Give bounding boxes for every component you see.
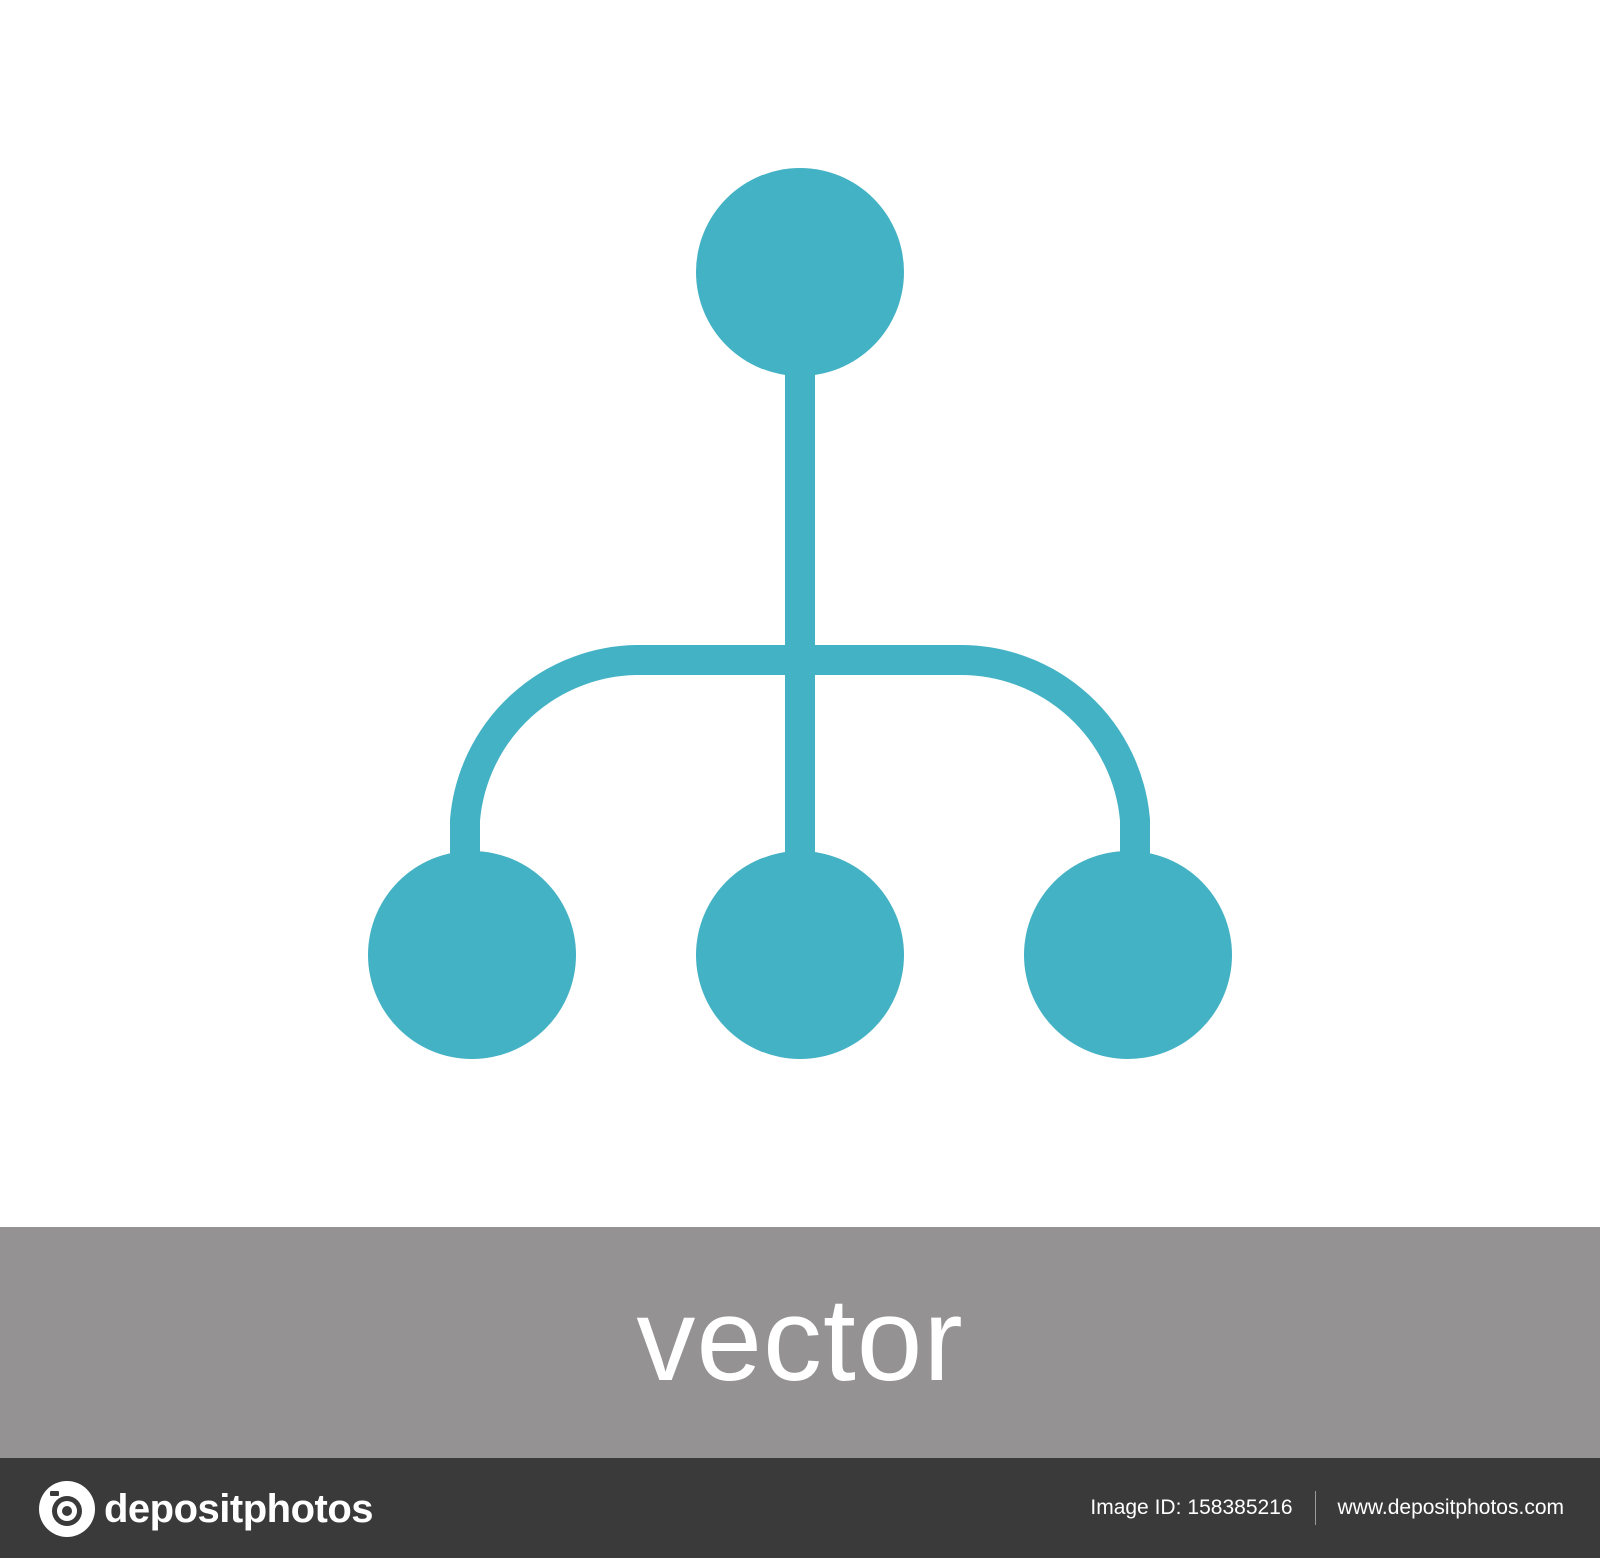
root-node xyxy=(696,168,904,376)
footer-divider xyxy=(1314,1491,1316,1525)
icon-area xyxy=(368,168,1232,1059)
image-id-label: Image ID: xyxy=(1090,1496,1182,1519)
child-node-left xyxy=(368,851,576,1059)
caption-band: vector xyxy=(0,1227,1600,1458)
website-link[interactable]: www.depositphotos.com xyxy=(1337,1496,1564,1519)
caption-text: vector xyxy=(636,1273,964,1406)
footer-bar: depositphotos Image ID: 158385216 www.de… xyxy=(0,1458,1600,1558)
footer-meta: Image ID: 158385216 www.depositphotos.co… xyxy=(1090,1458,1564,1558)
image-id-value: 158385216 xyxy=(1187,1496,1293,1519)
brand-logo[interactable]: depositphotos xyxy=(38,1480,374,1538)
hierarchy-structure-icon xyxy=(368,168,1232,1059)
child-node-center xyxy=(696,851,904,1059)
camera-logo-icon xyxy=(39,1481,95,1537)
child-node-right xyxy=(1024,851,1232,1059)
brand-name: depositphotos xyxy=(104,1486,374,1531)
branch-connector xyxy=(450,644,1150,860)
